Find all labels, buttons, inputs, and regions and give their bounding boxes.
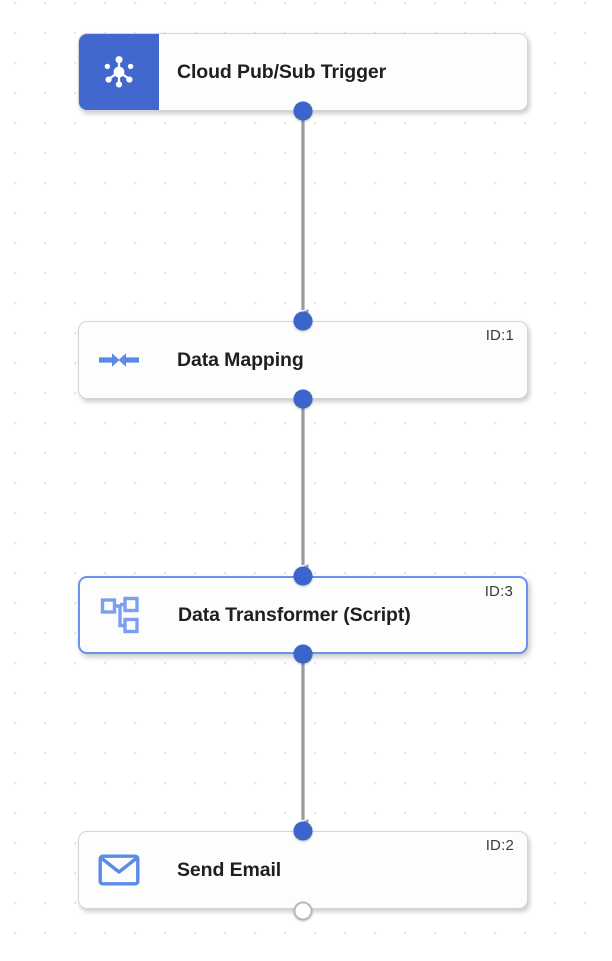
node-cloud-pubsub-trigger[interactable]: Cloud Pub/Sub Trigger (78, 33, 528, 111)
node-title: Cloud Pub/Sub Trigger (177, 60, 387, 83)
node-data-mapping[interactable]: Data Mapping ID:1 (78, 321, 528, 399)
node-title: Data Transformer (Script) (178, 603, 411, 626)
node-title: Send Email (177, 858, 282, 881)
schema-hierarchy-icon (80, 578, 160, 652)
node-id-label: ID:1 (485, 327, 514, 344)
node-data-transformer-script[interactable]: Data Transformer (Script) ID:3 (78, 576, 528, 654)
send-email-output-port[interactable] (293, 901, 313, 921)
data-mapping-input-port[interactable] (293, 311, 313, 331)
merge-arrows-icon (79, 322, 159, 398)
data-mapping-output-port[interactable] (293, 389, 313, 409)
node-send-email[interactable]: Send Email ID:2 (78, 831, 528, 909)
node-title: Data Mapping (177, 348, 304, 371)
node-id-label: ID:3 (484, 583, 513, 600)
trigger-output-port[interactable] (293, 101, 313, 121)
envelope-icon (79, 832, 159, 908)
send-email-input-port[interactable] (293, 821, 313, 841)
transformer-output-port[interactable] (293, 644, 313, 664)
node-id-label: ID:2 (485, 837, 514, 854)
pubsub-hub-icon (79, 34, 159, 110)
transformer-input-port[interactable] (293, 566, 313, 586)
